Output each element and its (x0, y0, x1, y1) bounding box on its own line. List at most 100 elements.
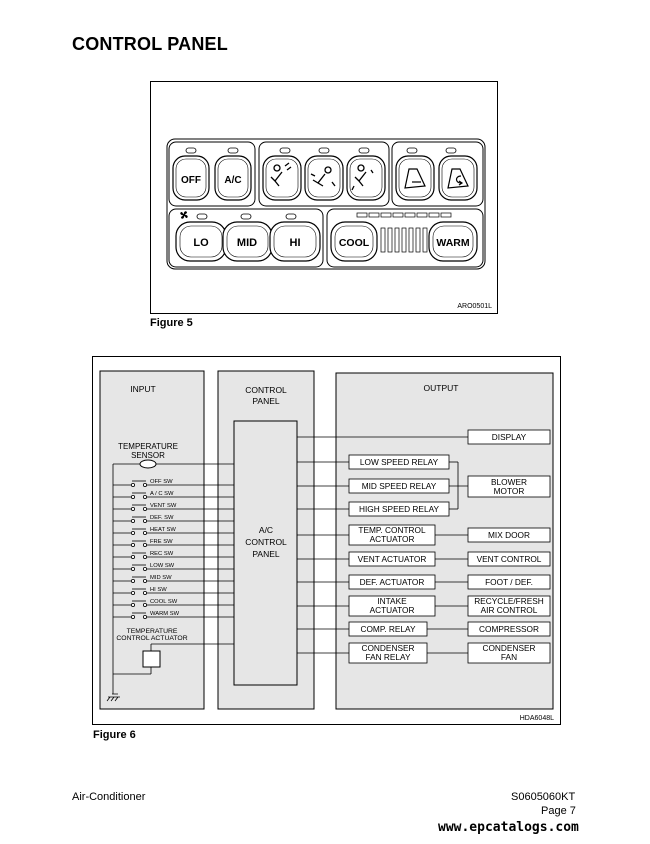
fan-mid-label: MID (237, 237, 257, 249)
group-frame-off-ac (168, 141, 256, 207)
blower-motor-line1: BLOWER (491, 477, 527, 487)
switch-wiring (106, 463, 140, 702)
temp-warm-button[interactable] (428, 221, 478, 262)
off-button[interactable] (172, 155, 210, 201)
switch-row: REC SW (113, 551, 234, 559)
led-foot (358, 147, 370, 154)
led-vent (279, 147, 291, 154)
cool-label: COOL (339, 237, 370, 249)
control-header-line1: CONTROL (245, 385, 287, 395)
led-lo (196, 213, 208, 220)
fan-hi-button[interactable] (269, 221, 321, 262)
group-frame-fan (168, 208, 324, 268)
comp-relay-box (348, 621, 428, 637)
mid-speed-relay-label: MID SPEED RELAY (362, 481, 437, 491)
fresh-air-icon (447, 168, 469, 189)
switch-contact (143, 578, 148, 583)
switch-label: FRE SW (150, 539, 173, 545)
switch-contact (131, 530, 136, 535)
switch-contact (131, 590, 136, 595)
switch-contact (143, 518, 148, 523)
vent-foot-button[interactable] (346, 155, 386, 201)
switch-contact (131, 483, 136, 488)
switch-contact (143, 590, 148, 595)
switch-label: HI SW (150, 587, 167, 593)
control-panel-illustration: OFF A/C LO MID (166, 138, 492, 310)
condenser-fan-relay-box (348, 642, 428, 664)
led-off (185, 147, 197, 154)
fresh-air-button[interactable] (438, 155, 478, 201)
switch-contact (143, 494, 148, 499)
temp-actuator-symbol (142, 650, 161, 668)
high-speed-relay-label: HIGH SPEED RELAY (359, 504, 440, 514)
switch-contact (131, 542, 136, 547)
fan-hi-label: HI (290, 237, 301, 249)
figure-6-caption: Figure 6 (93, 729, 136, 741)
control-header-line2: PANEL (252, 396, 280, 406)
led-ac (227, 147, 239, 154)
switch-contact (143, 530, 148, 535)
condenser-fan-line1: CONDENSER (482, 643, 535, 653)
switch-label: LOW SW (150, 563, 175, 569)
ac-button[interactable] (214, 155, 252, 201)
blower-motor-line2: MOTOR (494, 486, 525, 496)
switch-contact (131, 518, 136, 523)
figure-5-caption: Figure 5 (150, 317, 193, 329)
page-title: CONTROL PANEL (72, 34, 228, 54)
low-speed-relay-label: LOW SPEED RELAY (360, 457, 439, 467)
led-recirc (406, 147, 418, 154)
temp-cool-button[interactable] (330, 221, 378, 262)
recycle-fresh-line1: RECYCLE/FRESH (474, 596, 544, 606)
temp-sensor-symbol (139, 459, 157, 469)
intake-actuator-line2: ACTUATOR (370, 605, 415, 615)
display-label: DISPLAY (492, 432, 527, 442)
led-fresh (445, 147, 457, 154)
switch-row: VENT SW (113, 503, 234, 511)
switch-label: REC SW (150, 551, 174, 557)
footer-doc-code: S0605060KT (511, 791, 576, 803)
switch-row: COOL SW (113, 599, 234, 607)
ac-panel-line1: A/C (259, 525, 273, 535)
switch-contact (143, 483, 148, 488)
switch-contact (131, 494, 136, 499)
figure-5-panel: OFF A/C LO MID (150, 81, 498, 314)
mix-door-box (467, 527, 551, 543)
ac-panel-line3: PANEL (252, 549, 280, 559)
group-frame-vent-modes (258, 141, 390, 207)
vent-control-label: VENT CONTROL (477, 554, 542, 564)
temp-sensor-line1: TEMPERATURE (118, 442, 178, 451)
output-header: OUTPUT (424, 383, 459, 393)
condenser-fan-relay-line2: FAN RELAY (365, 652, 410, 662)
vent-actuator-box (348, 551, 436, 567)
temp-control-actuator-line2: ACTUATOR (370, 534, 415, 544)
switch-row: HI SW (113, 587, 234, 595)
switch-label: COOL SW (150, 599, 178, 605)
mid-speed-relay-box (348, 478, 450, 494)
condenser-fan-line2: FAN (501, 652, 517, 662)
vent-bilevel-button[interactable] (304, 155, 344, 201)
switch-label: MID SW (150, 575, 172, 581)
vent-control-box (467, 551, 551, 567)
recirculation-button[interactable] (395, 155, 435, 201)
input-header: INPUT (130, 384, 156, 394)
display-box (467, 429, 551, 445)
compressor-label: COMPRESSOR (479, 624, 539, 634)
watermark-url: www.epcatalogs.com (438, 820, 579, 835)
vent-bilevel-icon (310, 166, 336, 187)
temp-actuator-line1: TEMPERATURE (127, 628, 178, 635)
switch-contact (143, 566, 148, 571)
group-frame-temperature (326, 208, 484, 268)
condenser-fan-box (467, 642, 551, 664)
switch-contact (131, 566, 136, 571)
switch-row: A / C SW (113, 491, 234, 499)
vent-face-button[interactable] (262, 155, 302, 201)
switch-row: DEF. SW (113, 515, 234, 523)
switch-contact (131, 554, 136, 559)
led-mid (240, 213, 252, 220)
vent-face-icon (270, 162, 292, 187)
temp-indicator-bar (356, 212, 452, 218)
footer-page-number: Page 7 (541, 805, 576, 817)
def-actuator-label: DEF. ACTUATOR (360, 577, 425, 587)
switch-contact (143, 542, 148, 547)
